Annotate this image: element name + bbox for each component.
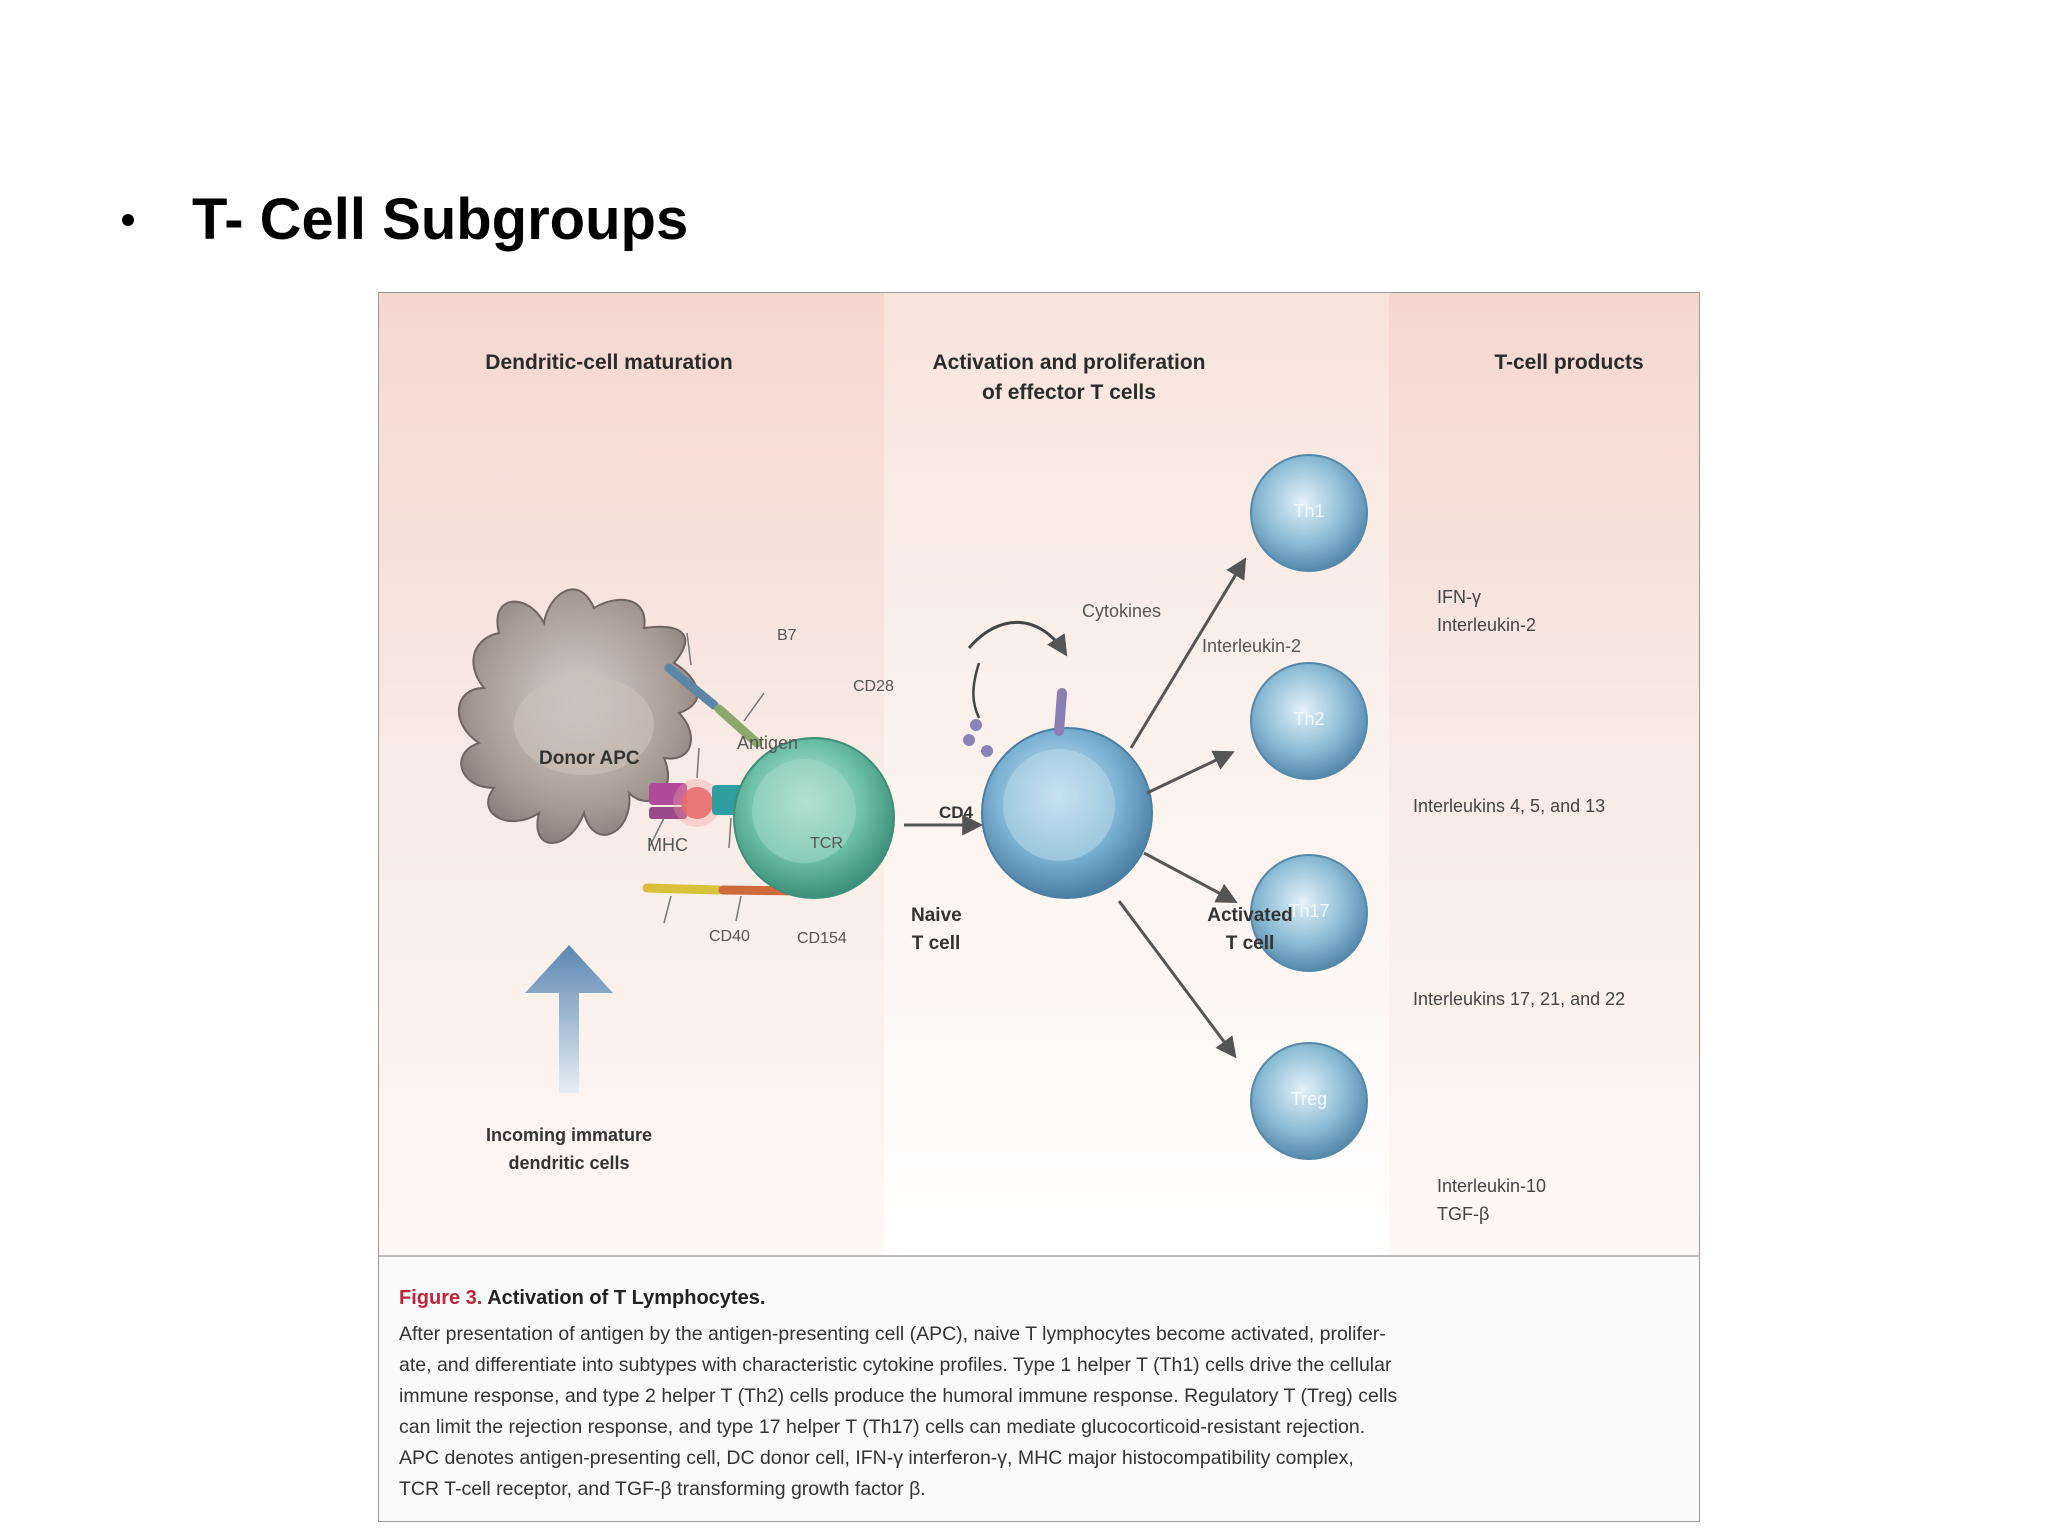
activated-label-line1: Activated bbox=[1207, 905, 1293, 926]
th17-cell bbox=[1250, 854, 1368, 972]
th2-cell bbox=[1250, 662, 1368, 780]
cytokines-label: Cytokines bbox=[1082, 601, 1162, 621]
b7-receptor bbox=[664, 663, 719, 710]
bg-col-3 bbox=[1389, 293, 1699, 1255]
mhc-label: MHC bbox=[647, 835, 688, 855]
caption-line: TCR T-cell receptor, and TGF-β transform… bbox=[399, 1478, 926, 1500]
cd28-label: CD28 bbox=[853, 678, 894, 695]
cytokine-dot bbox=[963, 734, 975, 746]
apc-nucleus bbox=[514, 675, 654, 775]
th1-cell bbox=[1250, 454, 1368, 572]
activated-label-line2: T cell bbox=[1225, 933, 1275, 954]
caption-body: After presentation of antigen by the ant… bbox=[399, 1319, 1689, 1505]
treg-cell bbox=[1250, 1042, 1368, 1160]
cytokine-dot bbox=[981, 745, 993, 757]
cd40-receptor bbox=[642, 883, 724, 895]
th1-product-line2: Interleukin-2 bbox=[1437, 615, 1537, 635]
header-tcell-products: T-cell products bbox=[1494, 351, 1644, 374]
arrow-to-th1 bbox=[1129, 557, 1247, 749]
cd4-label: CD4 bbox=[939, 803, 974, 822]
arrow-to-treg bbox=[1117, 900, 1237, 1059]
slide-title-text: T- Cell Subgroups bbox=[192, 187, 689, 252]
b7-label: B7 bbox=[777, 627, 797, 644]
header-dendritic-maturation: Dendritic-cell maturation bbox=[485, 351, 733, 374]
naive-label-line1: Naive bbox=[911, 905, 962, 926]
figure: Dendritic-cell maturation Activation and… bbox=[378, 292, 1700, 1522]
cd28-receptor bbox=[714, 704, 762, 748]
arrow-to-th17 bbox=[1143, 851, 1238, 903]
incoming-label-line2: dendritic cells bbox=[508, 1153, 630, 1173]
cd154-label: CD154 bbox=[797, 930, 847, 947]
diagram-panel: Dendritic-cell maturation Activation and… bbox=[379, 293, 1699, 1255]
header-activation-line1: Activation and proliferation bbox=[932, 351, 1206, 374]
antigen-icon bbox=[681, 787, 713, 819]
caption-line: After presentation of antigen by the ant… bbox=[399, 1323, 1386, 1345]
cytokine-loop-arrow bbox=[967, 620, 1068, 657]
caption-title-text: Activation of T Lymphocytes. bbox=[487, 1287, 766, 1309]
caption-line: ate, and differentiate into subtypes wit… bbox=[399, 1354, 1392, 1376]
tcr-label: TCR bbox=[810, 835, 843, 852]
antigen-label: Antigen bbox=[737, 733, 799, 753]
slide-title: T- Cell Subgroups bbox=[122, 186, 688, 253]
cytokine-dot bbox=[970, 719, 982, 731]
th1-product-line1: IFN-γ bbox=[1437, 587, 1481, 607]
treg-name: Treg bbox=[1290, 1089, 1328, 1109]
caption-title: Figure 3. Activation of T Lymphocytes. bbox=[399, 1287, 765, 1310]
caption-figure-number: Figure 3. bbox=[399, 1287, 483, 1309]
th1-name: Th1 bbox=[1293, 501, 1325, 521]
caption-line: can limit the rejection response, and ty… bbox=[399, 1416, 1366, 1438]
il2-receptor bbox=[1054, 688, 1067, 736]
th17-name: Th17 bbox=[1288, 901, 1330, 921]
th2-name: Th2 bbox=[1293, 709, 1325, 729]
th2-product-line1: Interleukins 4, 5, and 13 bbox=[1413, 796, 1606, 816]
caption-line: APC denotes antigen-presenting cell, DC … bbox=[399, 1447, 1354, 1469]
mhc-receptor bbox=[649, 783, 687, 805]
caption-line: immune response, and type 2 helper T (Th… bbox=[399, 1385, 1398, 1407]
diagram-drawing bbox=[457, 454, 1368, 1160]
cd40-label: CD40 bbox=[709, 928, 750, 945]
treg-product-line1: Interleukin-10 bbox=[1437, 1176, 1547, 1196]
figure-caption: Figure 3. Activation of T Lymphocytes. A… bbox=[379, 1255, 1699, 1521]
arrow-to-th2 bbox=[1146, 750, 1235, 795]
treg-product-line2: TGF-β bbox=[1437, 1204, 1490, 1224]
th17-product-line1: Interleukins 17, 21, and 22 bbox=[1413, 989, 1626, 1009]
incoming-label-line1: Incoming immature bbox=[485, 1125, 653, 1145]
incoming-arrow bbox=[525, 945, 613, 1093]
naive-label-line2: T cell bbox=[911, 933, 961, 954]
header-activation-line2: of effector T cells bbox=[982, 381, 1156, 404]
interleukin2-label: Interleukin-2 bbox=[1202, 636, 1302, 656]
donor-apc-label: Donor APC bbox=[539, 748, 640, 769]
bullet-icon bbox=[122, 213, 134, 226]
